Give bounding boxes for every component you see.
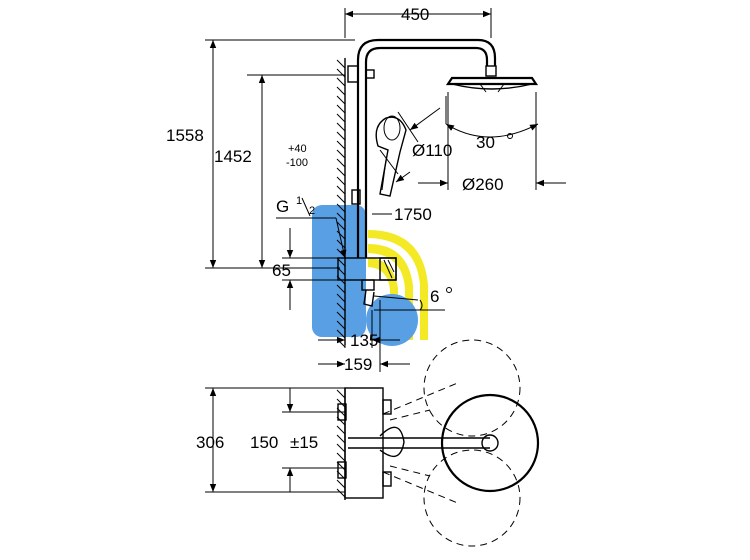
wall-hatch-line — [336, 104, 346, 114]
thread-g-label: G — [276, 197, 289, 216]
dim-head-dia-label: Ø260 — [462, 175, 504, 194]
wall-hatch-line — [336, 425, 346, 435]
dim-1452-tol-plus: +40 — [288, 143, 307, 155]
dim-450: 450 — [344, 5, 492, 38]
wall-hatch-line — [336, 311, 346, 321]
thermostat-mixer-side — [337, 257, 419, 307]
shower-column-side — [347, 38, 497, 258]
dim-hose-label: 1750 — [394, 205, 432, 224]
wall-hatch-line — [336, 185, 346, 195]
dim-306: 306 — [196, 387, 345, 493]
dim-159-label: 159 — [344, 355, 372, 374]
dim-head-tilt: 30 — [445, 96, 539, 152]
wall-hatch-line — [336, 488, 346, 498]
dim-1452-label: 1452 — [214, 147, 252, 166]
dim-150: 150 ±15 — [250, 388, 345, 492]
dim-450-label: 450 — [401, 5, 429, 24]
wall-hatch-line — [336, 443, 346, 453]
wall-hatch-line — [336, 86, 346, 96]
dim-head-dia: Ø260 — [418, 92, 566, 194]
dim-1452: 1452 +40 -100 — [214, 74, 345, 268]
wall-hatch-line — [336, 452, 346, 462]
wall-hatch-line — [336, 203, 346, 213]
wall-hatch-line — [336, 194, 346, 204]
dim-tilt-angle: 6 — [374, 287, 452, 311]
wall-hatch-line — [336, 434, 346, 444]
wall-hatch-line — [336, 479, 346, 489]
dim-159: 159 — [318, 300, 410, 374]
thread-num-label: 1 — [296, 195, 302, 207]
wall-hatch-line — [336, 140, 346, 150]
wall-hatch-line — [336, 68, 346, 78]
wall-side-view — [336, 58, 346, 348]
dim-hand-dia-label: Ø110 — [412, 141, 452, 160]
dim-306-label: 306 — [196, 433, 224, 452]
wall-hatch-line — [336, 389, 346, 399]
wall-hatch-line — [336, 176, 346, 186]
wall-hatch-line — [336, 212, 346, 222]
dim-head-tilt-label: 30 — [476, 133, 495, 152]
hand-shower — [375, 115, 407, 197]
dim-1558: 1558 — [166, 39, 355, 269]
mixer-plan-view — [337, 387, 490, 499]
wall-hatch-line — [336, 158, 346, 168]
wall-hatch-line — [336, 131, 346, 141]
wall-hatch-line — [336, 149, 346, 159]
thread-den-label: 2 — [309, 205, 315, 217]
wall-hatch-line — [336, 329, 346, 339]
wall-hatch-line — [336, 95, 346, 105]
wall-hatch-line — [336, 113, 346, 123]
head-plan-view — [382, 339, 540, 547]
dim-65: 65 — [272, 228, 340, 310]
dim-tilt-angle-label: 6 — [430, 287, 439, 306]
overhead-shower-head — [445, 65, 539, 93]
wall-hatch-line — [336, 293, 346, 303]
wall-hatch-line — [336, 302, 346, 312]
wall-hatch-line — [336, 122, 346, 132]
dim-135: 135 — [318, 300, 400, 350]
wall-hatch-line — [336, 221, 346, 231]
wall-hatch-line — [336, 230, 346, 240]
wall-hatch-line — [336, 398, 346, 408]
wall-hatch-line — [336, 77, 346, 87]
dim-thread: G 1 2 — [276, 195, 347, 259]
dim-hose: 1750 — [372, 205, 432, 224]
dim-hand-dia: Ø110 — [379, 107, 452, 183]
watermark-logo — [312, 205, 428, 346]
wall-hatch-line — [336, 59, 346, 69]
wall-hatch-line — [336, 320, 346, 330]
wall-hatch-line — [336, 167, 346, 177]
dim-150-tol: ±15 — [290, 433, 318, 452]
dim-65-label: 65 — [272, 261, 291, 280]
dim-1452-tol-minus: -100 — [286, 157, 308, 169]
dim-150-label: 150 — [250, 433, 278, 452]
wall-hatch-line — [336, 284, 346, 294]
dim-1558-label: 1558 — [166, 126, 204, 145]
wall-hatch-line — [336, 239, 346, 249]
dim-135-label: 135 — [350, 331, 378, 350]
